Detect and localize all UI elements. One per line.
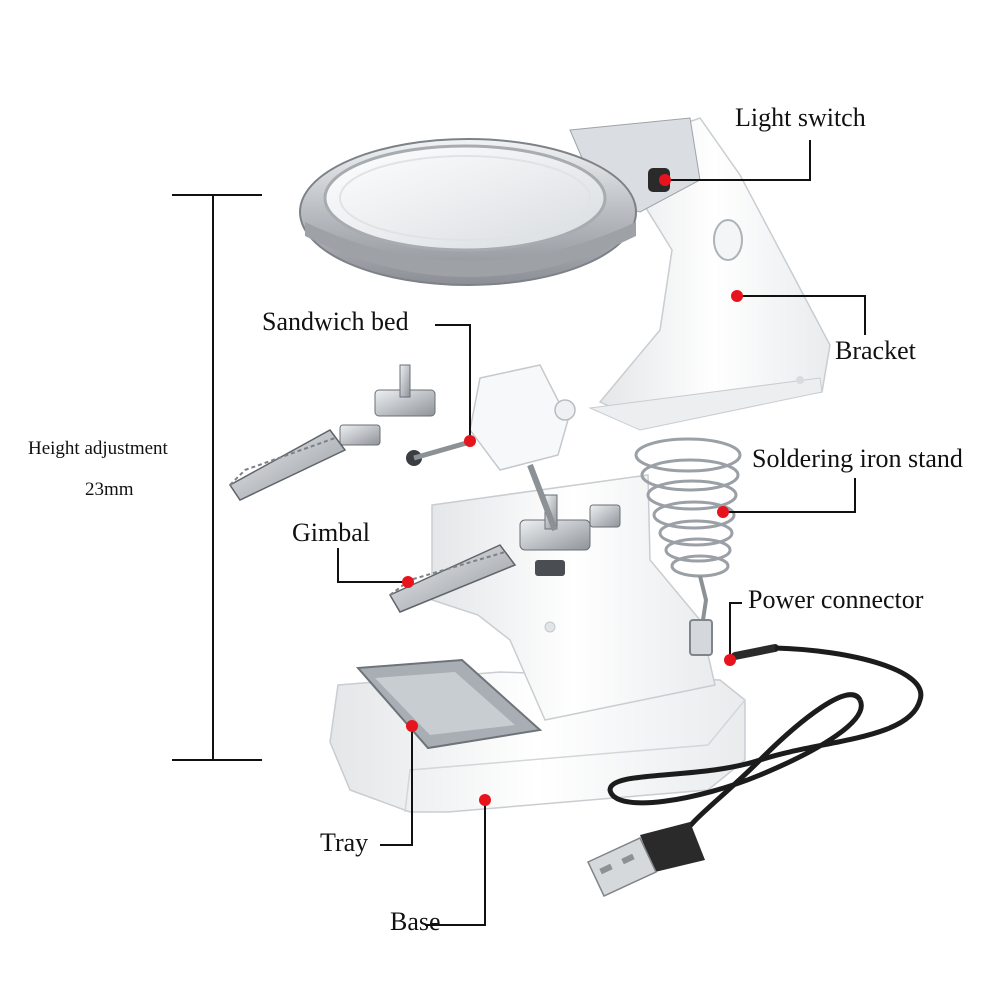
label-bracket: Bracket — [835, 336, 916, 365]
magnifier-lens — [299, 117, 701, 286]
alligator-clip-upper — [228, 429, 347, 501]
power-cable — [607, 644, 924, 842]
label-sandwich-bed: Sandwich bed — [262, 307, 409, 336]
marker-gimbal — [402, 576, 414, 588]
spring-coil — [634, 437, 742, 656]
label-light-switch: Light switch — [735, 103, 866, 132]
leader-bracket — [740, 295, 866, 335]
label-soldering-iron-stand: Soldering iron stand — [752, 444, 963, 473]
callout-markers — [402, 174, 743, 806]
column-body — [431, 474, 716, 721]
leader-tray — [380, 726, 413, 846]
label-power-connector: Power connector — [748, 585, 924, 614]
leader-soldering-stand — [725, 478, 856, 513]
marker-bracket — [731, 290, 743, 302]
marker-soldering-stand — [717, 506, 729, 518]
usb-plug-icon — [586, 822, 705, 897]
leader-power-connector — [729, 602, 742, 660]
leader-base — [425, 800, 486, 926]
leader-light-switch — [665, 140, 811, 181]
sandwich-bed-clamp — [339, 364, 576, 471]
marker-base — [479, 794, 491, 806]
leader-sandwich-bed — [435, 324, 471, 440]
label-tray: Tray — [320, 828, 369, 857]
leader-gimbal — [337, 548, 408, 583]
alligator-clip-lower — [388, 463, 621, 613]
leader-lines — [337, 140, 866, 926]
marker-sandwich-bed — [464, 435, 476, 447]
label-height-value: 23mm — [85, 479, 134, 500]
label-gimbal: Gimbal — [292, 518, 370, 547]
label-base: Base — [390, 907, 441, 936]
label-height-adjustment: Height adjustment — [28, 438, 168, 459]
height-adjustment-bracket — [172, 194, 262, 761]
marker-light-switch — [659, 174, 671, 186]
marker-power-connector — [724, 654, 736, 666]
tray-shape — [355, 658, 543, 750]
marker-tray — [406, 720, 418, 732]
